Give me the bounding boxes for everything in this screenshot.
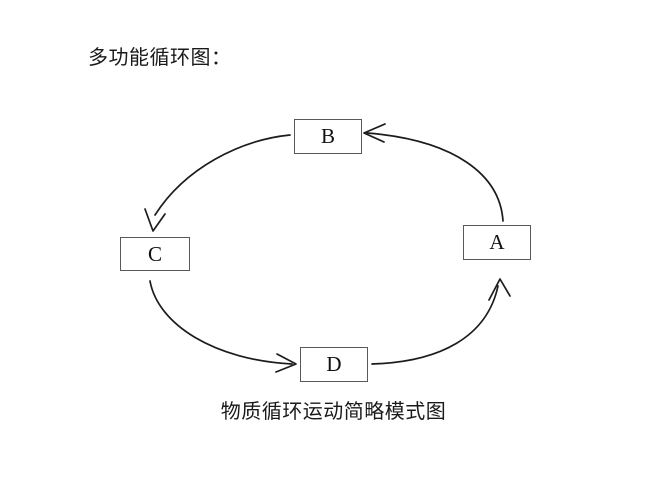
node-label-c: C bbox=[147, 241, 162, 266]
edge-b-to-c-arrowhead bbox=[144, 208, 166, 232]
node-box-a[interactable]: A bbox=[463, 225, 531, 260]
edge-d-to-a-arrowhead bbox=[488, 278, 511, 301]
edge-a-to-b-arrowhead bbox=[363, 123, 386, 143]
node-box-b[interactable]: B bbox=[294, 119, 362, 154]
edge-d-to-a bbox=[371, 278, 511, 365]
edge-c-to-d-arrowhead bbox=[275, 353, 297, 373]
edge-d-to-a-line bbox=[371, 285, 499, 365]
edge-b-to-c bbox=[144, 134, 291, 232]
node-label-d: D bbox=[326, 352, 342, 376]
node-label-a: A bbox=[489, 230, 505, 254]
node-label-b: B bbox=[320, 124, 335, 148]
node-box-c[interactable]: C bbox=[120, 237, 190, 271]
diagram-caption: 物质循环运动简略模式图 bbox=[220, 401, 447, 423]
edge-a-to-b bbox=[363, 123, 504, 222]
edge-b-to-c-line bbox=[154, 134, 291, 216]
edge-c-to-d bbox=[149, 280, 297, 373]
edge-a-to-b-line bbox=[366, 132, 504, 222]
edge-c-to-d-line bbox=[149, 280, 293, 365]
node-box-d[interactable]: D bbox=[300, 347, 368, 382]
page-title: 多功能循环图： bbox=[88, 47, 232, 69]
